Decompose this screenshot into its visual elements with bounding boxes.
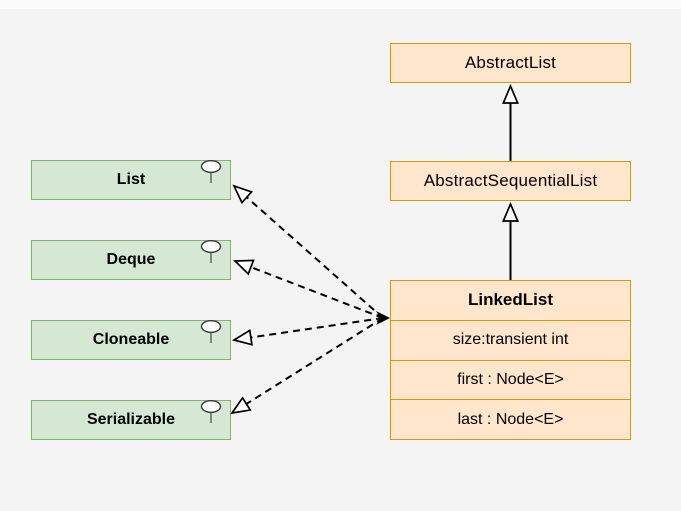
class-title: LinkedList	[467, 290, 553, 310]
lollipop-pin-icon	[200, 160, 222, 183]
class-field-first: first : Node<E>	[391, 359, 630, 400]
lollipop-pin-icon	[200, 240, 222, 263]
lollipop-pin-icon	[200, 320, 222, 343]
interface-box-list[interactable]: List	[31, 160, 231, 200]
realization-arrow-linkedlist-to-serializable	[230, 317, 384, 415]
lollipop-pin-icon	[200, 400, 222, 423]
interface-box-serializable[interactable]: Serializable	[31, 400, 231, 440]
interface-box-cloneable[interactable]: Cloneable	[31, 320, 231, 360]
realization-arrow-linkedlist-to-deque	[232, 259, 384, 319]
class-box-abstractlist[interactable]: AbstractList	[390, 43, 631, 83]
realization-arrow-linkedlist-to-list	[232, 184, 384, 319]
realization-arrow-linkedlist-to-cloneable	[231, 317, 384, 346]
realization-source-dart-icon	[376, 311, 390, 325]
interface-label: Deque	[106, 251, 156, 268]
class-title: AbstractSequentialList	[423, 171, 598, 190]
class-field-size: size:transient int	[391, 319, 630, 360]
class-box-linkedlist[interactable]: LinkedList size:transient int first : No…	[390, 280, 631, 440]
class-box-abstractsequentiallist[interactable]: AbstractSequentialList	[390, 161, 631, 201]
interface-label: Cloneable	[92, 331, 170, 348]
interface-label: Serializable	[86, 411, 176, 428]
top-strip	[0, 0, 681, 9]
class-field-last: last : Node<E>	[391, 399, 630, 439]
interface-label: List	[116, 171, 146, 188]
interface-box-deque[interactable]: Deque	[31, 240, 231, 280]
class-title: AbstractList	[464, 53, 557, 72]
